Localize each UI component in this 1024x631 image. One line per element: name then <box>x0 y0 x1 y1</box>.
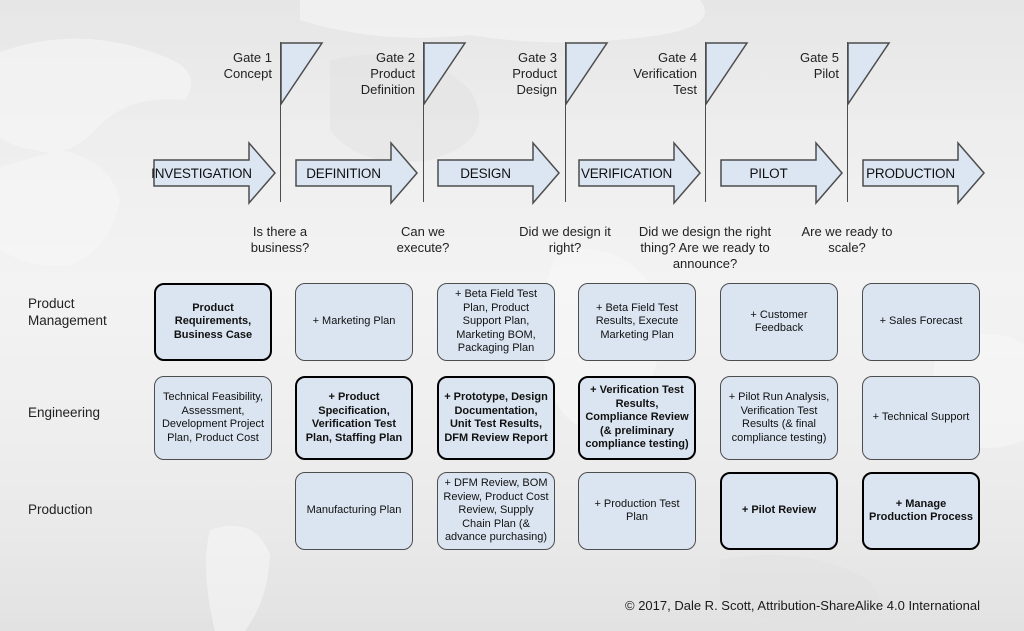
phase-arrow-definition: DEFINITION <box>295 141 419 205</box>
phase-label: PRODUCTION <box>866 165 955 181</box>
deliverable-box: + Customer Feedback <box>720 283 838 361</box>
deliverable-box: + Beta Field Test Results, Execute Marke… <box>578 283 696 361</box>
deliverable-box: + Sales Forecast <box>862 283 980 361</box>
gate-label-5: Gate 5 Pilot <box>799 50 839 81</box>
gate-pole <box>565 42 566 202</box>
gate-flag-icon <box>280 42 324 106</box>
gate-pole <box>705 42 706 202</box>
gate-label-1: Gate 1 Concept <box>223 50 272 81</box>
deliverable-box: + Beta Field Test Plan, Product Support … <box>437 283 555 361</box>
phase-label: VERIFICATION <box>580 165 673 181</box>
phase-label: DEFINITION <box>306 165 381 181</box>
deliverable-box: + Prototype, Design Documentation, Unit … <box>437 376 555 460</box>
row-label-engineering: Engineering <box>28 405 101 420</box>
gate-question-4: Did we design the right thing? Are we re… <box>638 224 772 271</box>
gate-label-2: Gate 2 Product Definition <box>360 50 415 97</box>
phase-arrow-investigation: INVESTIGATION <box>151 141 277 205</box>
phase-label: DESIGN <box>460 165 511 181</box>
deliverable-box: + Pilot Review <box>720 472 838 550</box>
deliverable-box: + Technical Support <box>862 376 980 460</box>
deliverable-box: + Product Specification, Verification Te… <box>295 376 413 460</box>
gate-flag-icon <box>705 42 749 106</box>
gate-pole <box>847 42 848 202</box>
gate-flag-icon <box>565 42 609 106</box>
gate-question-1: Is there a business? <box>250 224 310 255</box>
gate-flag-icon <box>423 42 467 106</box>
deliverable-box: + Pilot Run Analysis, Verification Test … <box>720 376 838 460</box>
gate-flag-icon <box>847 42 891 106</box>
gate-question-2: Can we execute? <box>396 224 450 255</box>
phase-arrow-design: DESIGN <box>437 141 561 205</box>
row-label-product-management: Product Management <box>28 296 107 328</box>
gate-pole <box>423 42 424 202</box>
phase-arrow-production: PRODUCTION <box>862 141 986 205</box>
deliverable-box: Technical Feasibility, Assessment, Devel… <box>154 376 272 460</box>
deliverable-box: + Manage Production Process <box>862 472 980 550</box>
deliverable-box: + DFM Review, BOM Review, Product Cost R… <box>437 472 555 550</box>
deliverable-box: + Verification Test Results, Compliance … <box>578 376 696 460</box>
gate-label-3: Gate 3 Product Design <box>512 50 557 97</box>
deliverable-box: + Production Test Plan <box>578 472 696 550</box>
gate-question-3: Did we design it right? <box>519 224 611 255</box>
row-label-production: Production <box>28 502 93 517</box>
phase-arrow-verification: VERIFICATION <box>578 141 702 205</box>
copyright-credit: © 2017, Dale R. Scott, Attribution-Share… <box>625 598 980 613</box>
phase-label: PILOT <box>749 165 788 181</box>
deliverable-box: Manufacturing Plan <box>295 472 413 550</box>
deliverable-box: + Marketing Plan <box>295 283 413 361</box>
gate-question-5: Are we ready to scale? <box>801 224 893 255</box>
phase-label: INVESTIGATION <box>151 165 252 181</box>
deliverable-box: Product Requirements, Business Case <box>154 283 272 361</box>
phase-arrow-pilot: PILOT <box>720 141 844 205</box>
gate-label-4: Gate 4 Verification Test <box>633 50 697 97</box>
gate-pole <box>280 42 281 202</box>
